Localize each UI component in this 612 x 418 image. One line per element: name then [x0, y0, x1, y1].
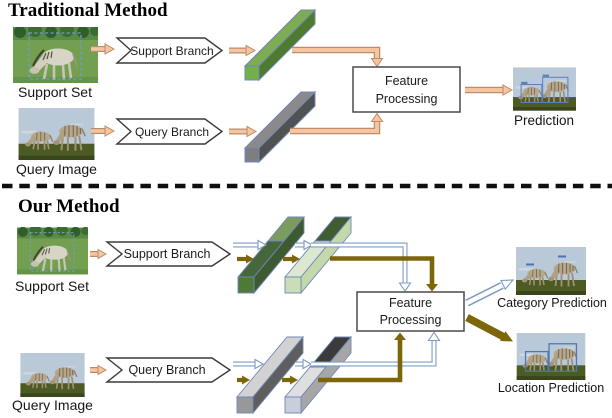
support-set-image-ours: [17, 227, 88, 275]
query-image-label-ours: Query Image: [12, 397, 93, 413]
feature-processing-box-ours: [356, 291, 465, 332]
arrow-query-to-branch-ours: [90, 364, 108, 376]
support-branch-shape-ours: [105, 241, 232, 267]
feature-processing-label-traditional: Feature Processing: [353, 72, 460, 108]
support-branch-label-traditional: Support Branch: [130, 44, 214, 58]
feature-processing-line2: Processing: [375, 92, 438, 106]
prediction-label: Prediction: [513, 113, 575, 128]
arrow-branch-to-feature-traditional-support: [229, 44, 257, 57]
arrow-processing-to-category-prediction: [465, 279, 515, 307]
arrow-support-bar-to-processing: [292, 46, 384, 68]
location-prediction-label: Location Prediction: [497, 381, 605, 395]
support-location-feature-bar: [237, 215, 305, 295]
query-image-ours: [20, 353, 84, 397]
query-image-traditional: [19, 108, 95, 160]
feature-processing-label-ours: Feature Processing: [357, 295, 464, 329]
feature-processing-line1: Feature: [388, 296, 433, 310]
support-set-image-traditional: [13, 27, 98, 83]
query-feature-bar-traditional: [243, 90, 317, 164]
query-branch-shape-ours: [105, 357, 232, 383]
feature-processing-line1: Feature: [384, 74, 429, 88]
category-prediction-label: Category Prediction: [497, 296, 607, 310]
arrow-query-bar-to-processing: [290, 112, 384, 135]
arrow-branch-to-bar-traditional-query: [229, 125, 258, 138]
arrow-processing-to-location-prediction: [465, 314, 513, 342]
query-branch-label-traditional: Query Branch: [134, 125, 210, 139]
location-flow-arrows-query: [237, 332, 406, 385]
category-flow-arrows-support: [233, 239, 412, 292]
category-prediction-image: [516, 247, 586, 295]
category-flow-arrows-query: [233, 331, 441, 370]
arrow-support-to-branch-ours: [90, 248, 108, 260]
location-flow-arrows-support: [237, 254, 438, 292]
arrow-processing-to-prediction: [465, 84, 514, 96]
prediction-image: [513, 67, 576, 110]
feature-processing-box-traditional: [352, 66, 461, 113]
query-image-label-traditional: Query Image: [16, 161, 97, 177]
our-method-title: Our Method: [18, 196, 120, 217]
traditional-method-title: Traditional Method: [8, 0, 168, 21]
support-feature-bar-traditional: [243, 8, 317, 82]
support-branch-label-ours: Support Branch: [123, 246, 211, 261]
location-prediction-image: [517, 333, 586, 380]
query-branch-label-ours: Query Branch: [128, 362, 206, 377]
support-set-label-traditional: Support Set: [18, 84, 92, 100]
query-location-feature-bar: [236, 335, 304, 415]
support-category-feature-bar: [284, 215, 352, 295]
support-branch-shape-traditional: [115, 37, 224, 64]
arrow-support-to-branch-traditional: [91, 43, 116, 55]
arrow-query-to-branch-traditional: [91, 125, 116, 137]
query-branch-shape-traditional: [115, 118, 224, 145]
query-category-feature-bar: [284, 335, 352, 415]
feature-processing-line2: Processing: [379, 313, 442, 327]
support-set-label-ours: Support Set: [15, 278, 89, 294]
